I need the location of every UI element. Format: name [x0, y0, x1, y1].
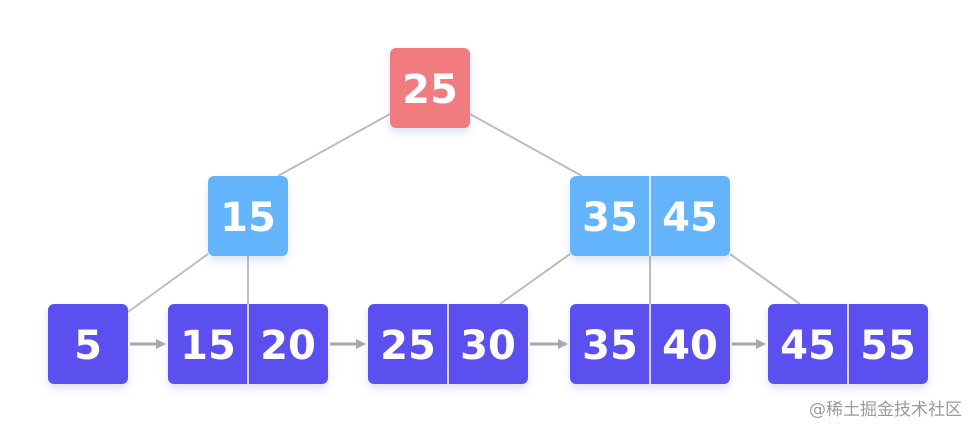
leaf-node-3-key-1: 40	[662, 323, 718, 369]
leaf-node-3: 35 40	[570, 304, 730, 384]
internal-node-1: 35 45	[570, 176, 730, 256]
edge-internal-1-to-leaf-4	[729, 253, 801, 305]
internal-node-1-key-1: 45	[662, 195, 718, 241]
leaf-node-2-key-0: 25	[380, 323, 436, 369]
leaf-node-1-key-1: 20	[260, 323, 316, 369]
watermark: @稀土掘金技术社区	[809, 400, 962, 420]
edge-root-to-internal-0	[277, 113, 391, 177]
leaf-node-2-key-1: 30	[460, 323, 516, 369]
leaf-node-4: 45 55	[768, 304, 928, 384]
internal-node-0-box	[208, 176, 288, 256]
internal-node-0: 15	[208, 176, 288, 256]
leaf-node-0-key-0: 5	[74, 323, 102, 369]
tree-edges	[127, 113, 801, 313]
leaf-node-0-box	[48, 304, 128, 384]
leaf-node-2: 25 30	[368, 304, 528, 384]
internal-node-1-key-0: 35	[582, 195, 638, 241]
leaf-node-4-key-1: 55	[860, 323, 916, 369]
root-node-key-0: 25	[402, 67, 458, 113]
leaf-node-3-key-0: 35	[582, 323, 638, 369]
edge-root-to-internal-1	[469, 113, 583, 177]
leaf-node-1-key-0: 15	[180, 323, 236, 369]
internal-node-0-key-0: 15	[220, 195, 276, 241]
leaf-node-0: 5	[48, 304, 128, 384]
leaf-node-4-key-0: 45	[780, 323, 836, 369]
root-node: 25	[390, 48, 470, 128]
root-node-box	[390, 48, 470, 128]
edge-internal-0-to-leaf-0	[127, 253, 209, 313]
edge-internal-1-to-leaf-2	[499, 253, 571, 305]
